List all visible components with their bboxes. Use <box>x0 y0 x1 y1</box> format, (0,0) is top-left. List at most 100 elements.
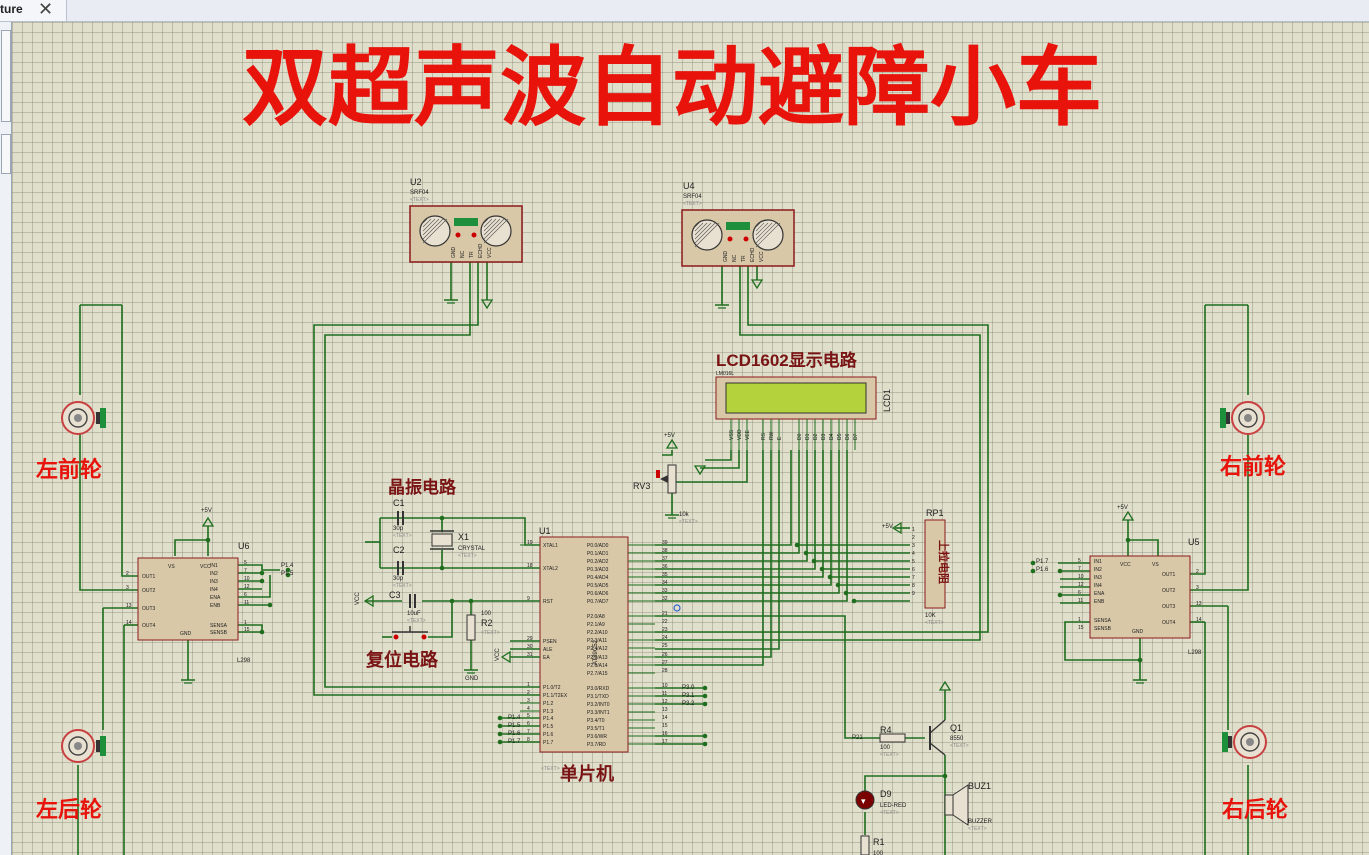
pin-number: 23 <box>662 627 668 633</box>
pin-label: D2 <box>813 433 819 440</box>
d9-symbol: ▾ <box>855 790 875 810</box>
pin-label: OUT2 <box>1162 588 1176 594</box>
u4-type: SRF04 <box>683 194 702 200</box>
pin-number: 15 <box>662 723 668 729</box>
pin-number: 26 <box>662 652 668 658</box>
buz1-symbol <box>944 784 969 826</box>
transducer-mesh <box>694 222 720 248</box>
pin-label: VS <box>1152 562 1159 568</box>
net-p15: P1.5 <box>508 723 521 729</box>
net-p21: P21 <box>852 735 863 741</box>
reset-section-label: 复位电路 <box>365 649 439 670</box>
motor-shaft <box>74 414 82 422</box>
motor-shaft <box>74 742 82 750</box>
pin-number: 33 <box>662 588 668 594</box>
net-p17: P1.7 <box>1036 559 1049 565</box>
pin-label: OUT3 <box>1162 604 1176 610</box>
pin-number: 39 <box>662 540 668 546</box>
pin-label: P2.1/A9 <box>587 622 605 628</box>
r2-ref: R2 <box>481 618 493 628</box>
c1-ref: C1 <box>393 498 405 508</box>
motor-rotor <box>68 408 88 428</box>
junction-dot <box>1057 592 1063 598</box>
ground-symbol <box>464 669 478 674</box>
u4-indicator <box>726 222 750 230</box>
pin-label: RW <box>769 431 775 440</box>
u1-text: <TEXT> <box>541 766 560 772</box>
pin-label: P3.1/TXD <box>587 694 609 700</box>
left-sidebar <box>0 22 12 855</box>
motor-rotor <box>1238 408 1258 428</box>
sidebar-panel[interactable] <box>1 134 11 174</box>
u4-text: <TEXT> <box>683 201 702 207</box>
r4-text: <TEXT> <box>880 752 899 758</box>
pin-label: P0.5/AD5 <box>587 583 609 589</box>
pin-number: 5 <box>244 560 247 566</box>
close-icon[interactable]: ✕ <box>38 0 54 20</box>
motor-terminal <box>96 740 100 752</box>
pin-number: 4 <box>912 551 915 557</box>
junction-dot <box>702 733 708 739</box>
pin-label: OUT3 <box>142 606 156 612</box>
rp1-value: 10K <box>925 613 936 619</box>
pin-number: 5 <box>912 559 915 565</box>
net-plus5v: +5V <box>1117 505 1128 511</box>
ground-symbol <box>181 679 195 684</box>
pin-label: NC <box>732 254 738 262</box>
c2-ref: C2 <box>393 545 405 555</box>
pin-number: 14 <box>662 715 668 721</box>
u1: XTAL119XTAL218RST9PSEN29ALE30EA31P1.0/T2… <box>520 536 668 753</box>
u5-body <box>1089 555 1191 639</box>
motor-rotor <box>1240 732 1260 752</box>
pin-label: SENSA <box>1094 618 1112 624</box>
pin-number: 1 <box>912 527 915 533</box>
pin-number: 9 <box>527 596 530 602</box>
pin-label: GND <box>723 251 729 263</box>
net-gnd: GND <box>465 676 479 682</box>
pin-label: VS <box>168 564 175 570</box>
power-arrow <box>938 680 952 691</box>
led <box>727 236 733 242</box>
pin-number: 14 <box>126 620 132 626</box>
sidebar-panel[interactable] <box>1 30 11 122</box>
pin-label: P0.2/AD2 <box>587 559 609 565</box>
pin-number: 22 <box>662 619 668 625</box>
junction-dot <box>702 741 708 747</box>
pin-number: 27 <box>662 660 668 666</box>
pin-number: 19 <box>527 540 533 546</box>
pin-number: 7 <box>1078 566 1081 572</box>
transducer-mesh <box>755 222 781 248</box>
net-p16: P1.6 <box>508 731 521 737</box>
u2-type: SRF04 <box>410 190 429 196</box>
r2-symbol <box>466 614 476 641</box>
r4-ref: R4 <box>880 725 892 735</box>
pin-number: 35 <box>662 572 668 578</box>
net-p31: P3.1 <box>682 693 695 699</box>
pin-label: OUT1 <box>1162 572 1176 578</box>
transducer-mesh <box>694 222 708 236</box>
tab-schematic[interactable]: ture ✕ <box>0 0 67 21</box>
pin-number: 3 <box>912 543 915 549</box>
pin-number: 7 <box>527 729 530 735</box>
net-p15: P1.5 <box>281 571 294 577</box>
u5-type: L298 <box>1188 650 1202 656</box>
c2-value: 30p <box>393 576 404 582</box>
schematic-canvas[interactable] <box>12 22 1369 855</box>
page-title: 双超声波自动避障小车 <box>242 38 1102 138</box>
pin-label: IN3 <box>210 579 218 585</box>
pin-number: 10 <box>1078 574 1084 580</box>
net-plus5v: +5V <box>664 433 675 439</box>
r2-text: <TEXT> <box>481 630 500 636</box>
junction-dot <box>205 537 211 543</box>
pin-number: 2 <box>527 690 530 696</box>
pin-label: P2.0/A8 <box>587 614 605 620</box>
pin-label: SENSA <box>210 623 228 629</box>
pin-label: VCC <box>1120 562 1131 568</box>
junction-dot <box>827 574 833 580</box>
led-glyph: ▾ <box>861 796 866 806</box>
pin-number: 13 <box>1196 601 1202 607</box>
pin-label: D5 <box>837 433 843 440</box>
pin-label: P1.0/T2 <box>543 685 561 691</box>
